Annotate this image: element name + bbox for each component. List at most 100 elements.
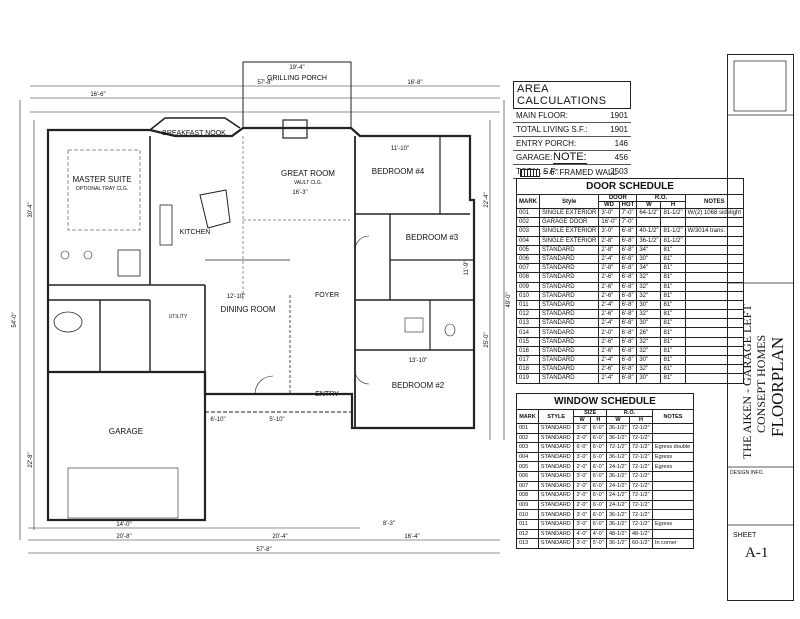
window-schedule-table: WINDOW SCHEDULE MARK STYLE SIZE R.O. NOT… — [516, 393, 694, 549]
table-cell: SINGLE EXTERIOR — [538, 226, 600, 237]
table-cell: 30" — [636, 373, 662, 384]
table-cell: 008 — [516, 490, 539, 501]
dim-garage-width: 14'-0" — [116, 522, 131, 528]
dim-left-total: 54'-0" — [12, 312, 18, 327]
dim-dining-width: 12'-10" — [227, 294, 246, 300]
table-cell: 72-1/2" — [629, 461, 653, 472]
dim-bottom-d: 8'-3" — [383, 521, 395, 527]
table-cell: 2'-4" — [598, 253, 620, 265]
col-ro: R.O. — [606, 409, 653, 417]
table-cell: 007 — [516, 263, 540, 274]
table-cell: 81" — [660, 336, 686, 347]
table-cell: 72-1/2" — [629, 499, 653, 511]
table-cell: 34" — [636, 263, 662, 274]
table-cell: 32" — [636, 272, 662, 283]
table-cell: 48-1/2" — [629, 528, 653, 540]
col-ro: R.O. — [636, 194, 686, 202]
table-cell: 017 — [516, 354, 540, 366]
dim-top-right: 16'-8" — [407, 80, 422, 86]
col-hgt: HGT — [618, 201, 638, 209]
table-cell: STANDARD — [537, 432, 575, 444]
table-cell: 81" — [660, 281, 686, 292]
room-grilling-porch: GRILLING PORCH — [267, 75, 327, 82]
table-cell: Egress — [652, 461, 694, 472]
table-cell: GARAGE DOOR — [538, 217, 600, 228]
table-cell: 72-1/2" — [606, 442, 630, 453]
col-ro-w: W — [636, 201, 662, 209]
room-dining-room: DINING ROOM — [220, 305, 275, 314]
table-cell: 6'-0" — [589, 451, 608, 463]
dim-bottom-c: 16'-4" — [404, 534, 419, 540]
table-cell: 7'-0" — [618, 207, 638, 219]
table-cell: 36-1/2" — [606, 509, 630, 520]
door-schedule-title: DOOR SCHEDULE — [516, 178, 744, 194]
table-cell: 010 — [516, 509, 539, 520]
table-cell: 30" — [636, 318, 662, 329]
table-cell: 30" — [636, 299, 662, 311]
table-cell: SINGLE EXTERIOR — [538, 235, 600, 246]
dim-mid-a: 6'-10" — [210, 417, 225, 423]
room-bedroom-4: BEDROOM #4 — [372, 167, 425, 176]
table-cell — [652, 470, 694, 482]
table-cell: STANDARD — [538, 244, 600, 255]
area-row: ENTRY PORCH:146 — [513, 137, 631, 151]
table-cell: 3'-0" — [573, 538, 591, 549]
room-entry: ENTRY — [315, 391, 339, 398]
sheet-number: A-1 — [745, 545, 769, 561]
table-cell: 36-1/2" — [606, 538, 630, 549]
table-cell: 81" — [660, 354, 686, 366]
table-cell: STANDARD — [537, 461, 575, 472]
table-cell: 5'-0" — [589, 538, 608, 549]
table-cell: 30" — [636, 354, 662, 366]
table-cell: 3'-0" — [573, 432, 591, 444]
dim-top-porch: 57'-8" — [257, 80, 272, 86]
table-cell: In corner — [652, 538, 694, 549]
table-cell: 002 — [516, 217, 540, 228]
table-cell: 3'-0" — [573, 518, 591, 530]
note-title: NOTE: — [553, 151, 587, 164]
dim-right-a: 22'-4" — [484, 192, 490, 207]
table-cell: 6'-8" — [618, 281, 638, 292]
table-cell: 72-1/2" — [629, 451, 653, 463]
table-cell: 6'-0" — [589, 423, 608, 434]
table-cell: 018 — [516, 364, 540, 375]
table-cell — [684, 217, 745, 228]
col-ro-w: W — [606, 416, 630, 424]
table-cell: 2'-0" — [573, 490, 591, 501]
door-schedule-table: DOOR SCHEDULE MARK Style DOOR R.O. NOTES… — [516, 178, 745, 384]
table-cell: 2'-6" — [598, 336, 620, 347]
table-cell: 2'-6" — [598, 281, 620, 292]
table-cell: 81" — [660, 327, 686, 338]
table-cell: 014 — [516, 327, 540, 338]
table-cell: STANDARD — [538, 299, 600, 311]
table-cell: 81" — [660, 253, 686, 265]
table-cell: 81" — [660, 373, 686, 384]
col-size: SIZE — [573, 409, 607, 417]
table-cell: 2'-6" — [598, 309, 620, 320]
table-cell: 36-1/2" — [606, 518, 630, 530]
dim-bedroom4-width: 11'-10" — [391, 146, 409, 152]
table-cell: 6'-8" — [618, 253, 638, 265]
table-cell: 006 — [516, 470, 539, 482]
table-cell: STANDARD — [538, 354, 600, 366]
table-cell: 6'-8" — [618, 263, 638, 274]
table-cell: 6'-0" — [589, 518, 608, 530]
table-cell: Egress — [652, 518, 694, 530]
table-cell: 6'-0" — [589, 490, 608, 501]
table-cell: 003 — [516, 442, 539, 453]
table-cell — [652, 509, 694, 520]
table-cell: 6'-0" — [573, 442, 591, 453]
table-cell: 2'-0" — [573, 499, 591, 511]
area-row: GARAGE:456 — [513, 151, 631, 165]
table-cell: 005 — [516, 244, 540, 255]
